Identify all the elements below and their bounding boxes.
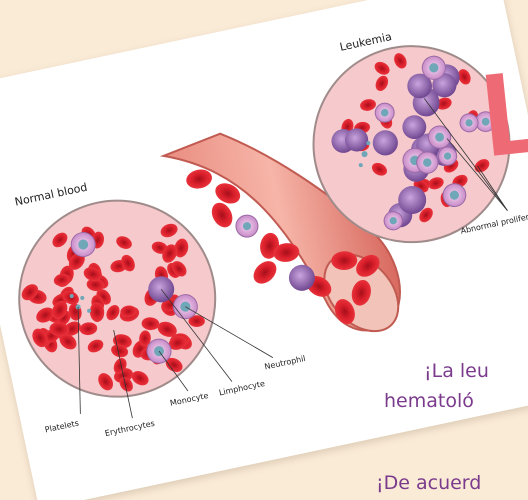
paragraph-line-2: hematoló (384, 390, 474, 412)
red-blood-cell (208, 199, 237, 231)
label-monocyte: Monocyte (169, 391, 209, 408)
normal-blood-title: Normal blood (14, 181, 89, 209)
label-neutrophil: Neutrophil (264, 354, 307, 371)
paragraph-line-3: ¡De acuerd (376, 472, 481, 494)
label-erythrocytes: Erythrocytes (104, 419, 155, 438)
normal-blood-circle (1, 182, 233, 414)
label-platelets: Platelets (44, 418, 80, 434)
label-limphocyte: Limphocyte (218, 379, 266, 398)
paragraph-line-1: ¡La leu (424, 360, 489, 382)
red-blood-cell (249, 257, 281, 289)
